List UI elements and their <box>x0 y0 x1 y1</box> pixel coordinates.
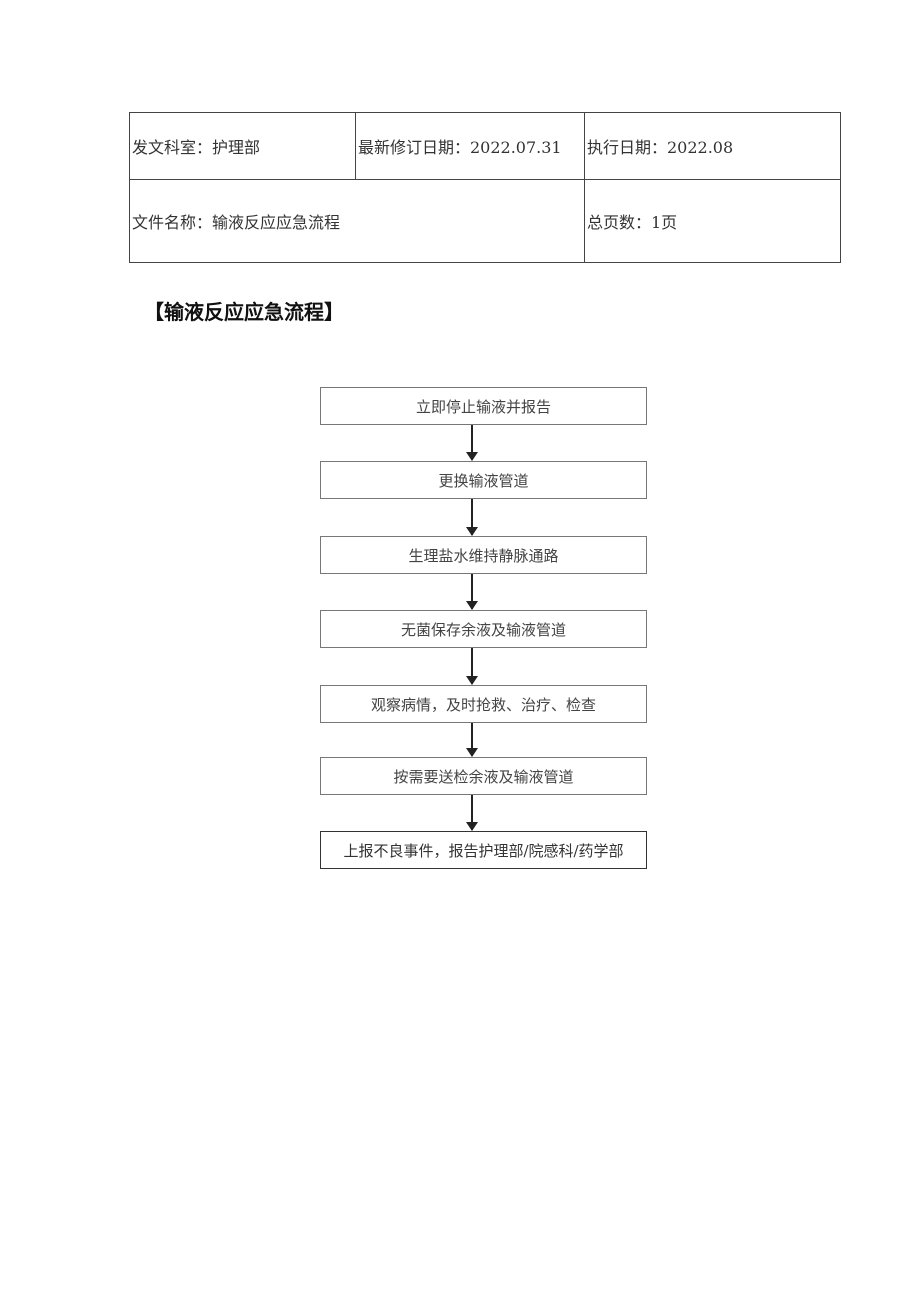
arrow-down-icon <box>466 499 478 536</box>
arrow-down-icon <box>466 723 478 757</box>
arrow-down-icon <box>466 574 478 610</box>
arrow-down-icon <box>466 648 478 685</box>
header-row-2: 文件名称：输液反应应急流程 总页数：1页 <box>129 179 841 263</box>
flow-step-2: 更换输液管道 <box>320 461 647 499</box>
flow-step-7: 上报不良事件，报告护理部/院感科/药学部 <box>320 831 647 869</box>
flow-step-4: 无菌保存余液及输液管道 <box>320 610 647 648</box>
flow-step-6: 按需要送检余液及输液管道 <box>320 757 647 795</box>
arrow-down-icon <box>466 795 478 831</box>
file-name-cell: 文件名称：输液反应应急流程 <box>129 179 585 263</box>
arrow-down-icon <box>466 425 478 461</box>
effective-date-cell: 执行日期：2022.08 <box>584 112 841 180</box>
department-cell: 发文科室：护理部 <box>129 112 356 180</box>
section-title: 【输液反应应急流程】 <box>144 300 344 324</box>
flow-step-1: 立即停止输液并报告 <box>320 387 647 425</box>
flow-step-3: 生理盐水维持静脉通路 <box>320 536 647 574</box>
total-pages-cell: 总页数：1页 <box>584 179 841 263</box>
document-header-table: 发文科室：护理部 最新修订日期：2022.07.31 执行日期：2022.08 … <box>129 112 841 263</box>
revision-date-cell: 最新修订日期：2022.07.31 <box>355 112 585 180</box>
flow-step-5: 观察病情，及时抢救、治疗、检查 <box>320 685 647 723</box>
header-row-1: 发文科室：护理部 最新修订日期：2022.07.31 执行日期：2022.08 <box>129 112 841 180</box>
